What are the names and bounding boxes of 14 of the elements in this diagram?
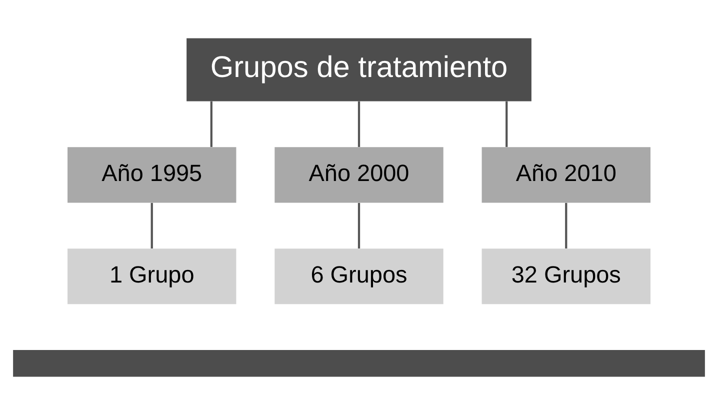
connector [506, 101, 508, 147]
connector [565, 202, 568, 248]
node-bar [13, 350, 705, 377]
connector [358, 101, 360, 147]
node-box: Año 2010 [482, 147, 650, 203]
node-box: 32 Grupos [482, 248, 650, 304]
connector [210, 101, 212, 147]
connector [358, 202, 360, 248]
node-box: Grupos de tratamiento [186, 38, 532, 102]
connector [150, 202, 153, 248]
node-box: Año 1995 [68, 147, 236, 203]
node-box: 1 Grupo [68, 248, 236, 304]
node-box: Año 2000 [274, 147, 444, 203]
node-box: 6 Grupos [274, 248, 444, 304]
